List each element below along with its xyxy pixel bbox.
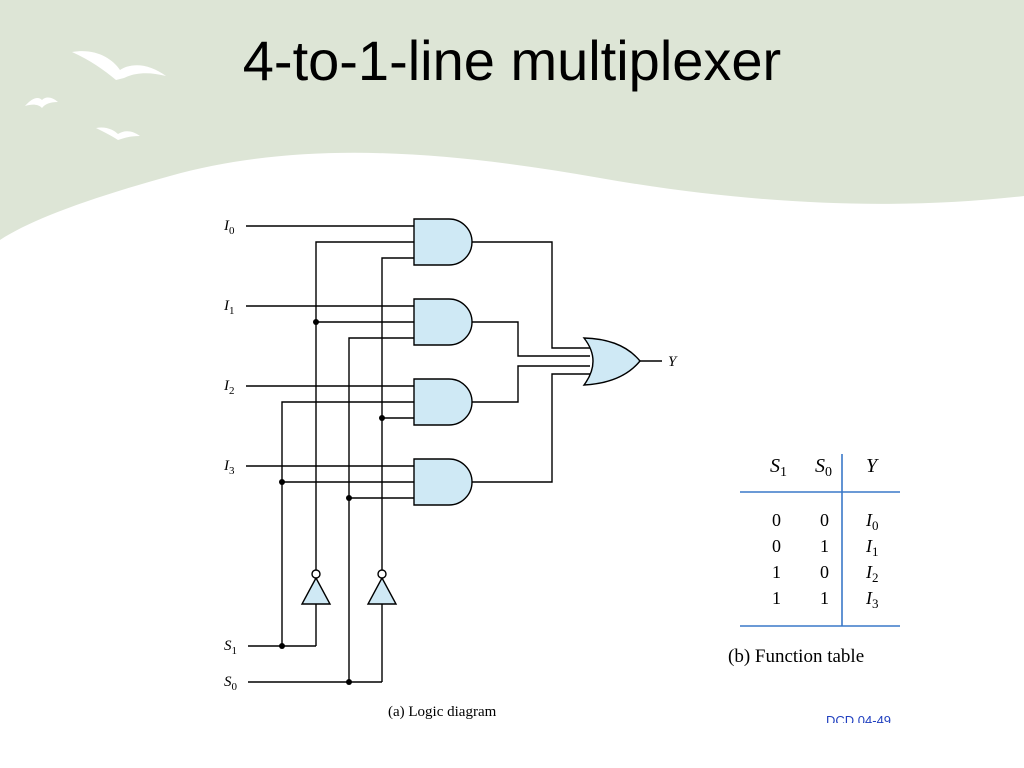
table-header-s1: S1 [770, 455, 787, 480]
logic-diagram-caption: (a) Logic diagram [388, 704, 497, 720]
not-gate-s1 [300, 576, 332, 605]
banner-wave [0, 0, 1024, 240]
and-gate-2 [413, 378, 473, 426]
slide-title: 4-to-1-line multiplexer [242, 29, 782, 92]
wire-and3-out [472, 373, 592, 483]
label-s1: S1 [224, 638, 237, 657]
label-i2: I2 [223, 378, 235, 397]
label-i1: I1 [223, 298, 235, 317]
table-cell-s1: 1 [772, 588, 781, 608]
table-cell-s1: 0 [772, 510, 781, 530]
or-gate [582, 337, 641, 386]
wire-and1-out [472, 321, 590, 357]
junction-dot [313, 319, 319, 325]
bird-icon [72, 51, 166, 80]
table-cell-y: I1 [865, 536, 879, 559]
wire-s0-true [348, 337, 414, 682]
junctions [279, 319, 385, 685]
junction-dot [346, 679, 352, 685]
junction-dot [379, 415, 385, 421]
logic-diagram [246, 218, 662, 683]
junction-dot [279, 643, 285, 649]
table-cell-s0: 1 [820, 588, 829, 608]
wire-s0-bar [381, 257, 414, 570]
label-output-y: Y [668, 354, 678, 370]
and-gate-0 [413, 218, 473, 266]
table-cell-s1: 0 [772, 536, 781, 556]
slide-footer: DCD 04-49 [826, 713, 892, 723]
table-cell-s0: 1 [820, 536, 829, 556]
and-gate-3 [413, 458, 473, 506]
label-s0: S0 [224, 674, 238, 693]
not-gate-s0 [366, 576, 398, 605]
function-table-caption: (b) Function table [728, 646, 864, 667]
table-cell-y: I3 [865, 588, 879, 611]
function-table: S1 S0 Y 0 0 I0 0 1 I1 1 0 I2 1 1 I3 (b) … [728, 454, 900, 667]
table-header-y: Y [866, 455, 879, 477]
not-bubble-s1 [311, 569, 321, 579]
bird-icon [96, 127, 140, 140]
wire-s1-bar [315, 241, 414, 570]
table-cell-y: I0 [865, 510, 879, 533]
not-bubble-s0 [377, 569, 387, 579]
table-cell-y: I2 [865, 562, 879, 585]
table-cell-s0: 0 [820, 510, 829, 530]
label-i3: I3 [223, 458, 235, 477]
table-cell-s0: 0 [820, 562, 829, 582]
wire-and0-out [472, 241, 592, 349]
label-i0: I0 [223, 218, 235, 237]
junction-dot [346, 495, 352, 501]
table-cell-s1: 1 [772, 562, 781, 582]
and-gate-1 [413, 298, 473, 346]
junction-dot [279, 479, 285, 485]
wire-s1-true [281, 401, 414, 646]
bird-icon [25, 97, 58, 108]
wire-and2-out [472, 365, 590, 403]
table-header-s0: S0 [815, 455, 832, 480]
